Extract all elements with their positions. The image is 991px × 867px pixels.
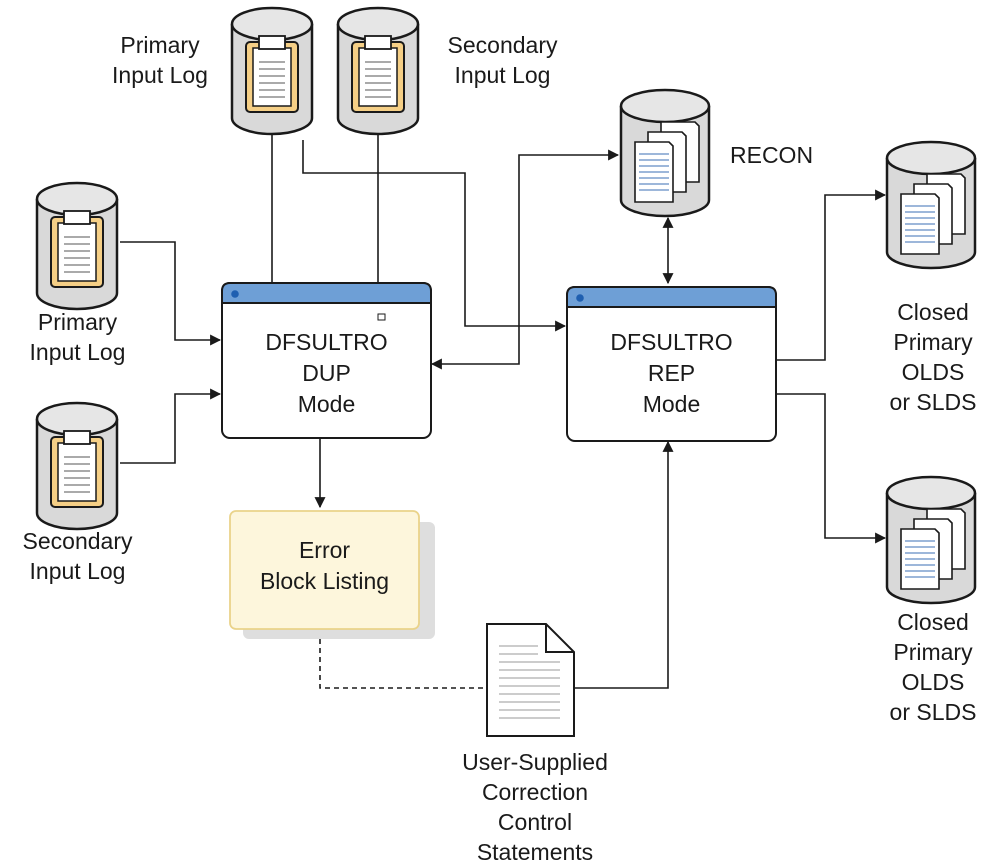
- error-block-listing-text: Error Block Listing: [230, 535, 419, 597]
- label-line: Primary: [37, 309, 118, 335]
- top-primary-input-log-icon: [230, 6, 314, 136]
- rep-mode-window: [566, 286, 777, 442]
- label-line: Input Log: [29, 339, 126, 365]
- dup-mode-text: DFSULTRO DUP Mode: [222, 327, 431, 420]
- label-line: Correction: [481, 779, 589, 805]
- label-line: Input Log: [29, 558, 126, 584]
- arrow-statements-to-rep: [574, 440, 674, 689]
- label-line: Primary: [120, 32, 200, 58]
- label-line: Input Log: [454, 62, 551, 88]
- closed-olds-1-label: Closed Primary OLDS or SLDS: [875, 297, 991, 417]
- rep-mode-text: DFSULTRO REP Mode: [567, 327, 776, 420]
- label-line: Primary: [893, 639, 973, 665]
- dashed-error-to-statements: [319, 630, 486, 689]
- user-supplied-document-icon: [486, 623, 575, 737]
- label-line: Secondary: [447, 32, 558, 58]
- closed-olds-2-database-icon: [885, 475, 977, 605]
- label-line: Input Log: [112, 62, 208, 88]
- left-secondary-input-log-label: Secondary Input Log: [5, 526, 150, 586]
- dup-mode-window: [221, 282, 432, 439]
- closed-olds-2-label: Closed Primary OLDS or SLDS: [875, 607, 991, 727]
- left-primary-input-log-icon: [35, 181, 119, 311]
- label-line: Secondary: [22, 528, 133, 554]
- arrow-left-primary-log-to-dup: [120, 241, 222, 346]
- box-line: DFSULTRO: [265, 329, 388, 355]
- label-line: OLDS: [901, 359, 965, 385]
- label-line: or SLDS: [889, 389, 977, 415]
- arrow-rep-to-olds-1: [777, 189, 887, 361]
- arrow-left-secondary-log-to-dup: [120, 388, 222, 464]
- recon-database-icon: [619, 88, 711, 218]
- top-secondary-input-log-label: Secondary Input Log: [435, 30, 570, 90]
- box-line: Block Listing: [259, 568, 390, 594]
- box-line: Mode: [297, 391, 356, 417]
- recon-label: RECON: [730, 140, 813, 170]
- box-line: DUP: [302, 360, 351, 386]
- top-secondary-input-log-icon: [336, 6, 420, 136]
- arrow-recon-dup: [430, 149, 620, 370]
- label-line: User-Supplied: [462, 749, 608, 775]
- label-line: or SLDS: [889, 699, 977, 725]
- user-supplied-statements-label: User-Supplied Correction Control Stateme…: [435, 747, 635, 867]
- closed-olds-1-database-icon: [885, 140, 977, 270]
- label-line: Statements: [476, 839, 594, 865]
- label-line: OLDS: [901, 669, 965, 695]
- label-line: Control: [497, 809, 573, 835]
- label-line: Closed: [897, 609, 969, 635]
- left-secondary-input-log-icon: [35, 401, 119, 531]
- top-primary-input-log-label: Primary Input Log: [95, 30, 225, 90]
- label-line: Primary: [893, 329, 973, 355]
- label-line: Closed: [897, 299, 969, 325]
- box-line: Mode: [642, 391, 701, 417]
- box-line: Error: [298, 537, 351, 563]
- arrow-rep-to-olds-2: [777, 393, 887, 544]
- error-block-listing-box: [229, 510, 435, 639]
- label-line: RECON: [730, 142, 814, 168]
- left-primary-input-log-label: Primary Input Log: [10, 307, 145, 367]
- box-line: DFSULTRO: [610, 329, 733, 355]
- box-line: REP: [647, 360, 696, 386]
